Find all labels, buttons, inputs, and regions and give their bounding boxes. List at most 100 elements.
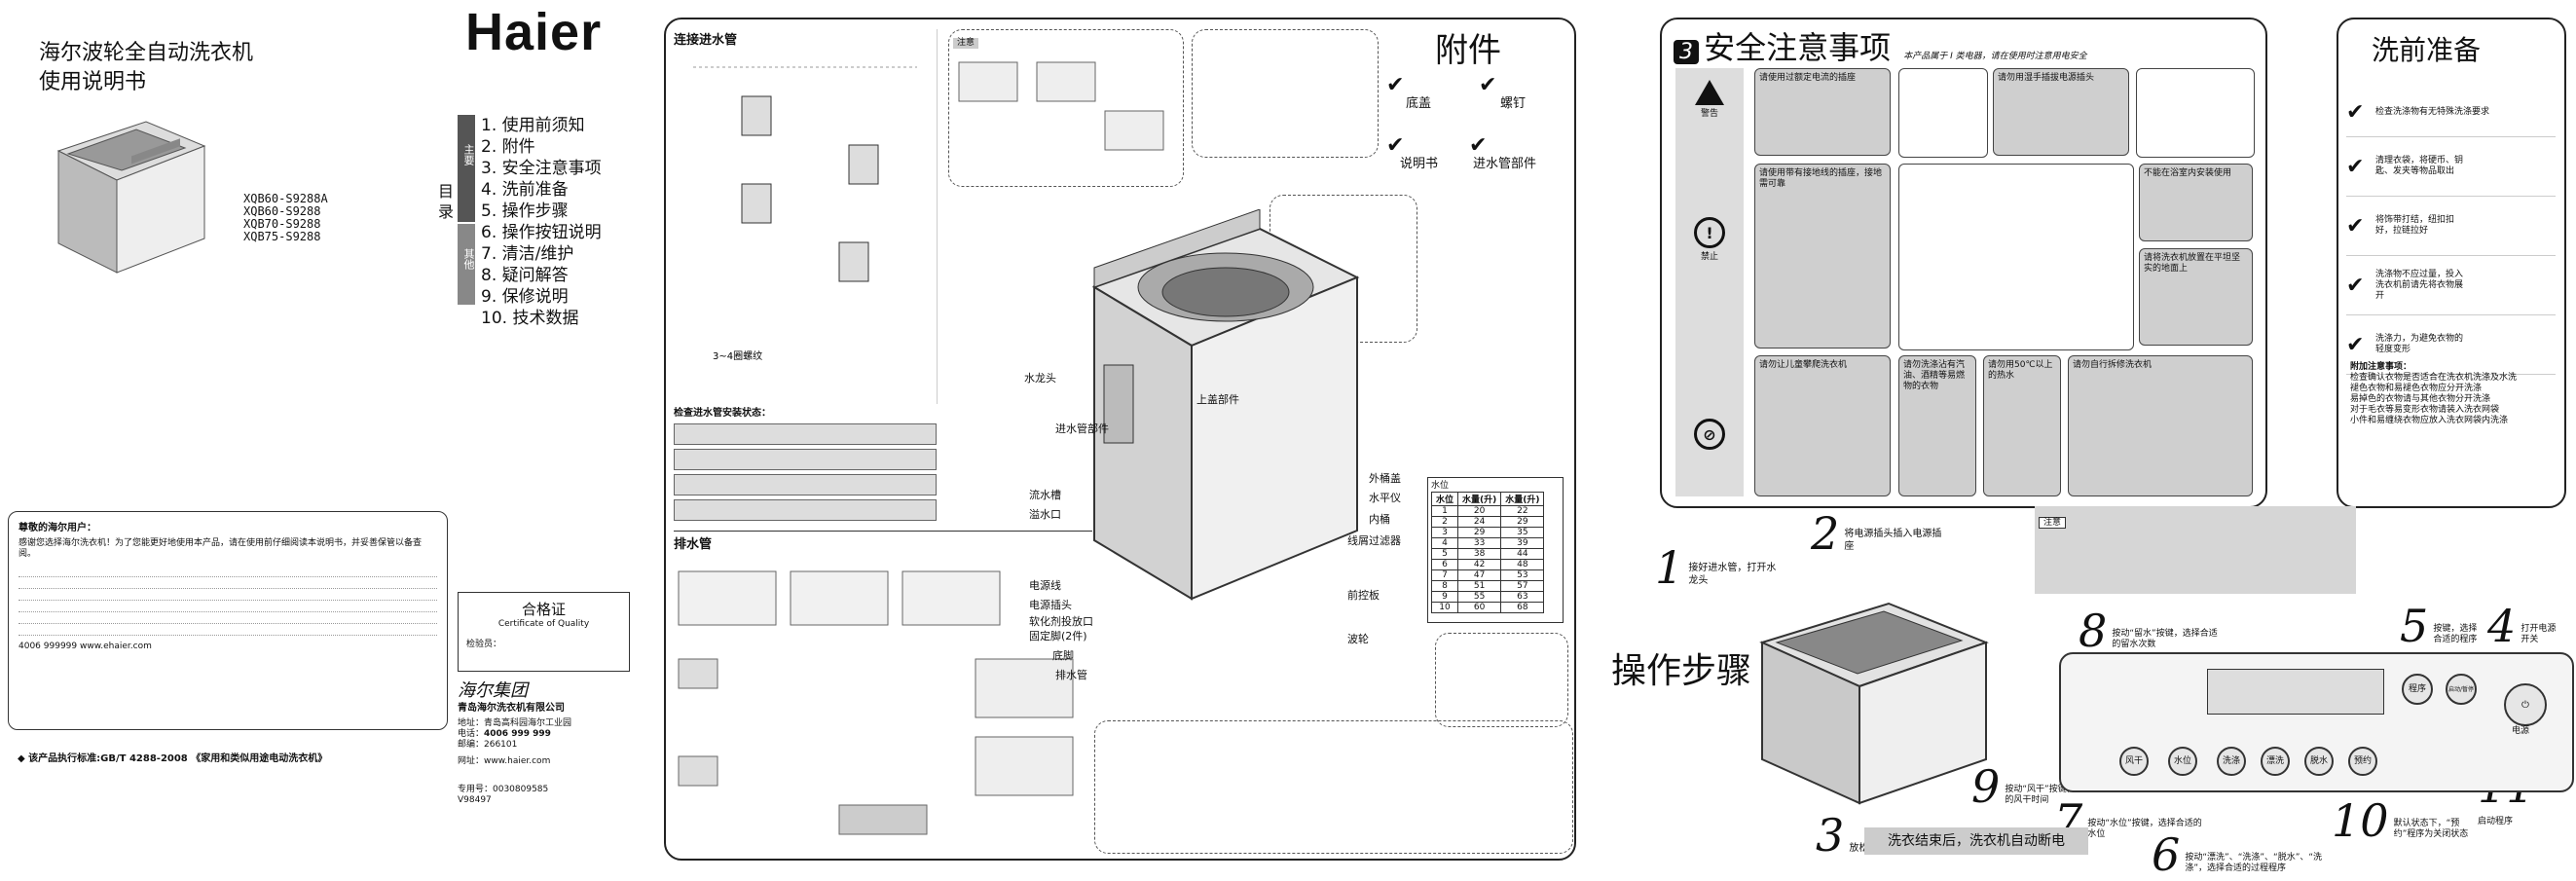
safety-title: 安全注意事项 bbox=[1704, 29, 1892, 66]
install-check-row bbox=[674, 474, 937, 496]
prewash-note: 对于毛衣等易变形衣物请装入洗衣网袋 bbox=[2350, 405, 2500, 415]
washer-exploded-diagram bbox=[1091, 209, 1360, 601]
letter-line bbox=[18, 612, 437, 624]
prewash-item: ✔ 洗涤力，为避免衣物的轻度变形 bbox=[2346, 315, 2556, 375]
step-5: 5 按键，选择合适的程序 bbox=[2400, 604, 2492, 648]
power-button[interactable]: ⏻ bbox=[2504, 683, 2547, 726]
water-table-header-cell: 水位 bbox=[1430, 492, 1459, 506]
washer-illustration bbox=[56, 121, 206, 274]
program-button[interactable]: 程序 bbox=[2402, 674, 2433, 705]
toc-item[interactable]: 5. 操作步骤 bbox=[481, 202, 569, 221]
letter-lines bbox=[18, 566, 437, 636]
letter-contact: 4006 999999 www.ehaier.com bbox=[18, 642, 437, 652]
table-cell: 44 bbox=[1500, 548, 1545, 560]
safety-item bbox=[1898, 68, 1988, 158]
step-10: 10 默认状态下，“预约”程序为关闭状态 bbox=[2332, 798, 2478, 843]
accessory-label: 进水管部件 bbox=[1473, 157, 1537, 171]
clean-note bbox=[1435, 633, 1568, 727]
toc-side-bottom-label: 其他 bbox=[462, 248, 475, 270]
letter-line bbox=[18, 624, 437, 636]
start-pause-button[interactable]: 启动/暂停 bbox=[2446, 674, 2477, 705]
wash-button[interactable]: 洗涤 bbox=[2217, 747, 2246, 776]
table-cell: 29 bbox=[1457, 527, 1502, 538]
toc-item[interactable]: 9. 保修说明 bbox=[481, 287, 569, 307]
step-9: 9 按动“风干”按键，选择合适的风干时间 bbox=[1971, 764, 2127, 809]
program-button-label: 程序 bbox=[2408, 683, 2426, 694]
toc-side-bottom: 其他 bbox=[458, 224, 475, 305]
toc-item[interactable]: 4. 洗前准备 bbox=[481, 180, 569, 200]
step-number: 5 bbox=[2400, 600, 2429, 652]
drain-section: 排水管 bbox=[674, 531, 1092, 853]
letter-hotline: 4006 999999 bbox=[18, 642, 78, 651]
letter-line bbox=[18, 601, 437, 612]
toc-column: 主要 其他 目 录 1. 使用前须知 2. 附件 3. 安全注意事项 4. 洗前… bbox=[435, 0, 657, 874]
air-dry-button[interactable]: 风干 bbox=[2119, 747, 2149, 776]
cover-title-line1: 海尔波轮全自动洗衣机 bbox=[39, 41, 254, 65]
prewash-note: 褪色衣物和易褪色衣物应分开洗涤 bbox=[2350, 384, 2483, 393]
prewash-list: ✔ 检查洗涤物有无特殊洗涤要求 ✔ 清理衣袋，将硬币、钥匙、发夹等物品取出 ✔ … bbox=[2346, 88, 2556, 375]
inlet-diagram: 3~4圈螺纹 bbox=[693, 66, 917, 362]
certificate-title: 合格证 bbox=[521, 601, 566, 618]
part-label: 软化剂投放口 bbox=[1029, 615, 1093, 628]
toc-list: 1. 使用前须知 2. 附件 3. 安全注意事项 4. 洗前准备 5. 操作步骤… bbox=[481, 115, 602, 329]
part-label: 进水管部件 bbox=[1055, 422, 1109, 435]
safety-item-text: 请使用带有接地线的插座，接地需可靠 bbox=[1759, 168, 1883, 189]
toc-item[interactable]: 3. 安全注意事项 bbox=[481, 159, 602, 178]
safety-panel: 3 安全注意事项 本产品属于 I 类电器，请在使用时注意用电安全 警告 ! 禁止… bbox=[1660, 18, 2267, 508]
safety-item: 请勿自行拆修洗衣机 bbox=[2068, 355, 2253, 496]
toc-item[interactable]: 8. 疑问解答 bbox=[481, 266, 569, 285]
step-text: 按动“水位”按键，选择合适的水位 bbox=[2087, 819, 2202, 839]
table-cell: 4 bbox=[1430, 537, 1459, 549]
toc-item[interactable]: 7. 清洁/维护 bbox=[481, 244, 574, 264]
toc-item[interactable]: 10. 技术数据 bbox=[481, 309, 579, 328]
table-cell: 22 bbox=[1500, 505, 1545, 517]
drain-section-title: 排水管 bbox=[674, 537, 713, 552]
check-icon: ✔ bbox=[2346, 99, 2365, 125]
company-phone-row: 电话：4006 999 999 bbox=[458, 729, 657, 740]
safety-item bbox=[2136, 68, 2255, 158]
safety-item-text: 不能在浴室内安装使用 bbox=[2144, 168, 2232, 178]
accessory-label: 说明书 bbox=[1400, 157, 1439, 171]
part-label: 内桶 bbox=[1369, 513, 1390, 526]
model-4: XQB75-S9288 bbox=[243, 230, 321, 243]
water-table-header-cell: 水量(升) bbox=[1457, 492, 1502, 506]
step-6: 6 按动“漂洗”、“洗涤”、“脱水”、“洗涤”，选择合适的过程程序 bbox=[2152, 832, 2346, 877]
certificate: 合格证 Certificate of Quality 检验员： bbox=[458, 592, 630, 672]
letter-body: 感谢您选择海尔洗衣机！为了您能更好地使用本产品，请在使用前仔细阅读本说明书，并妥… bbox=[18, 538, 423, 559]
safety-item-text: 请勿用湿手插拔电源插头 bbox=[1998, 73, 2095, 83]
delay-button[interactable]: 预约 bbox=[2348, 747, 2377, 776]
inspector-label: 检验员： bbox=[466, 640, 502, 649]
pre-adjust-note bbox=[1192, 29, 1379, 158]
toc-item[interactable]: 1. 使用前须知 bbox=[481, 116, 585, 135]
check-icon: ✔ bbox=[2346, 332, 2365, 357]
step-number: 4 bbox=[2487, 600, 2517, 652]
part-label: 流水槽 bbox=[1029, 489, 1061, 501]
table-cell: 2 bbox=[1430, 516, 1459, 528]
display-panel bbox=[2207, 669, 2384, 715]
spin-button[interactable]: 脱水 bbox=[2304, 747, 2334, 776]
toc-item[interactable]: 6. 操作按钮说明 bbox=[481, 223, 602, 242]
safety-item: 请将洗衣机放置在平坦坚实的地面上 bbox=[2139, 248, 2253, 346]
company-postcode: 邮编：266101 bbox=[458, 740, 518, 750]
safety-title-icon: 3 bbox=[1674, 40, 1699, 64]
accessory-label: 底盖 bbox=[1406, 96, 1432, 111]
step-text: 接好进水管，打开水龙头 bbox=[1688, 563, 1777, 586]
prewash-item: ✔ 清理衣袋，将硬币、钥匙、发夹等物品取出 bbox=[2346, 137, 2556, 197]
safety-item-text: 请勿让儿童攀爬洗衣机 bbox=[1759, 360, 1848, 370]
water-level-button[interactable]: 水位 bbox=[2168, 747, 2197, 776]
table-cell: 8 bbox=[1430, 580, 1459, 592]
letter-line bbox=[18, 589, 437, 601]
wash-button-label: 洗涤 bbox=[2222, 755, 2240, 766]
rinse-button[interactable]: 漂洗 bbox=[2261, 747, 2290, 776]
install-check-title: 检查进水管安装状态： bbox=[674, 408, 771, 419]
check-icon: ✔ bbox=[1386, 73, 1405, 97]
company-phone-label: 电话： bbox=[458, 729, 485, 739]
step-number: 9 bbox=[1971, 760, 2001, 813]
letter-box: 尊敬的海尔用户： 感谢您选择海尔洗衣机！为了您能更好地使用本产品，请在使用前仔细… bbox=[8, 511, 448, 730]
toc-item[interactable]: 2. 附件 bbox=[481, 137, 535, 157]
part-label: 电源线 bbox=[1029, 579, 1061, 592]
part-label: 固定脚(2件) bbox=[1029, 630, 1087, 642]
note-tag: 注意 bbox=[953, 38, 979, 49]
washer-operation-figure bbox=[1759, 602, 1989, 805]
